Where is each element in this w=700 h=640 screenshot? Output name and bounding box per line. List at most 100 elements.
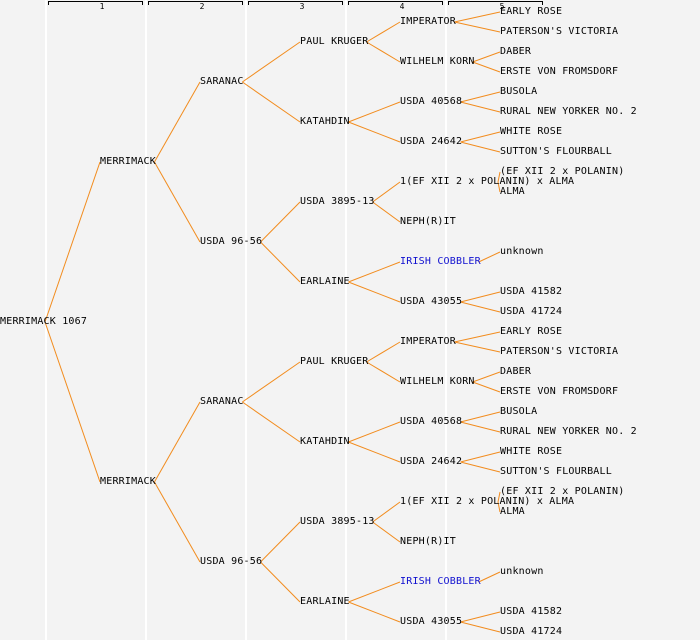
connector-line [460, 91, 501, 103]
pedigree-node: SARANAC [200, 76, 244, 87]
connector-line [348, 281, 401, 303]
pedigree-node: BUSOLA [500, 406, 538, 417]
connector-line [154, 81, 201, 163]
pedigree-node-link[interactable]: IRISH COBBLER [400, 576, 481, 587]
connector-line [260, 241, 301, 283]
generation-label-4: 4 [399, 2, 405, 11]
generation-bracket-4 [348, 1, 443, 5]
connector-line [454, 341, 501, 353]
pedigree-node: USDA 41724 [500, 626, 563, 637]
pedigree-node: USDA 96-56 [200, 236, 263, 247]
connector-line [460, 131, 501, 143]
pedigree-node: USDA 24642 [400, 136, 463, 147]
connector-line [348, 601, 401, 623]
connector-line [260, 561, 301, 603]
connector-line [472, 51, 501, 63]
generation-bracket-5 [448, 1, 543, 5]
connector-line [454, 21, 501, 33]
pedigree-node: ALMA [500, 506, 525, 517]
pedigree-node: USDA 96-56 [200, 556, 263, 567]
pedigree-node: MERRIMACK 1067 [0, 316, 88, 327]
connector-line [460, 621, 501, 633]
connector-line [478, 251, 501, 263]
connector-line [348, 261, 401, 283]
column-divider [245, 0, 247, 640]
connector-line [372, 521, 401, 543]
pedigree-node: WILHELM KORN [400, 56, 475, 67]
pedigree-node: IMPERATOR [400, 16, 456, 27]
pedigree-node: USDA 43055 [400, 296, 463, 307]
pedigree-node: DABER [500, 366, 532, 377]
pedigree-node: SUTTON'S FLOURBALL [500, 146, 612, 157]
generation-label-2: 2 [199, 2, 205, 11]
connector-line [460, 611, 501, 623]
column-divider [445, 0, 447, 640]
connector-line [44, 161, 101, 323]
column-divider [345, 0, 347, 640]
pedigree-node: (EF XII 2 x POLANIN) [500, 166, 625, 177]
pedigree-node: WILHELM KORN [400, 376, 475, 387]
connector-line [44, 321, 101, 483]
connector-line [460, 461, 501, 473]
connector-line [472, 61, 501, 73]
pedigree-node: NEPH(R)IT [400, 216, 456, 227]
connector-line [348, 421, 401, 443]
generation-bracket-2 [148, 1, 243, 5]
pedigree-node: IMPERATOR [400, 336, 456, 347]
generation-bracket-1 [48, 1, 143, 5]
connector-line [497, 491, 501, 503]
connector-line [472, 371, 501, 383]
connector-line [154, 401, 201, 483]
generation-label-5: 5 [499, 2, 505, 11]
pedigree-node: PAUL KRUGER [300, 36, 369, 47]
connector-line [454, 11, 501, 23]
pedigree-node: SUTTON'S FLOURBALL [500, 466, 612, 477]
connector-line [242, 41, 301, 83]
generation-bracket-3 [248, 1, 343, 5]
pedigree-node: RURAL NEW YORKER NO. 2 [500, 426, 637, 437]
pedigree-node: EARLAINE [300, 596, 350, 607]
pedigree-node: unknown [500, 246, 544, 257]
connector-line [154, 481, 201, 563]
pedigree-node: MERRIMACK [100, 476, 156, 487]
connector-line [348, 441, 401, 463]
connector-line [497, 501, 501, 513]
pedigree-node: unknown [500, 566, 544, 577]
connector-line [348, 121, 401, 143]
pedigree-node: USDA 41724 [500, 306, 563, 317]
connector-line [454, 331, 501, 343]
connector-line [497, 171, 501, 183]
pedigree-node: EARLAINE [300, 276, 350, 287]
pedigree-node: NEPH(R)IT [400, 536, 456, 547]
connector-line [460, 101, 501, 113]
pedigree-node: ERSTE VON FROMSDORF [500, 386, 619, 397]
pedigree-node: EARLY ROSE [500, 326, 563, 337]
pedigree-node: MERRIMACK [100, 156, 156, 167]
connector-line [260, 521, 301, 563]
connector-line [348, 101, 401, 123]
connector-line [460, 301, 501, 313]
pedigree-node: PATERSON'S VICTORIA [500, 346, 619, 357]
pedigree-node: USDA 40568 [400, 96, 463, 107]
connector-line [242, 361, 301, 403]
pedigree-node: BUSOLA [500, 86, 538, 97]
generation-label-1: 1 [99, 2, 105, 11]
connector-line [372, 201, 401, 223]
pedigree-node-link[interactable]: IRISH COBBLER [400, 256, 481, 267]
pedigree-node: 1(EF XII 2 x POLANIN) x ALMA [400, 496, 575, 507]
pedigree-node: 1(EF XII 2 x POLANIN) x ALMA [400, 176, 575, 187]
connector-line [497, 181, 501, 193]
pedigree-node: EARLY ROSE [500, 6, 563, 17]
pedigree-node: USDA 40568 [400, 416, 463, 427]
connector-line [460, 421, 501, 433]
pedigree-node: ERSTE VON FROMSDORF [500, 66, 619, 77]
pedigree-node: USDA 3895-13 [300, 516, 375, 527]
pedigree-node: ALMA [500, 186, 525, 197]
connector-line [348, 581, 401, 603]
pedigree-node: USDA 3895-13 [300, 196, 375, 207]
generation-label-3: 3 [299, 2, 305, 11]
connector-line [478, 571, 501, 583]
pedigree-node: USDA 43055 [400, 616, 463, 627]
